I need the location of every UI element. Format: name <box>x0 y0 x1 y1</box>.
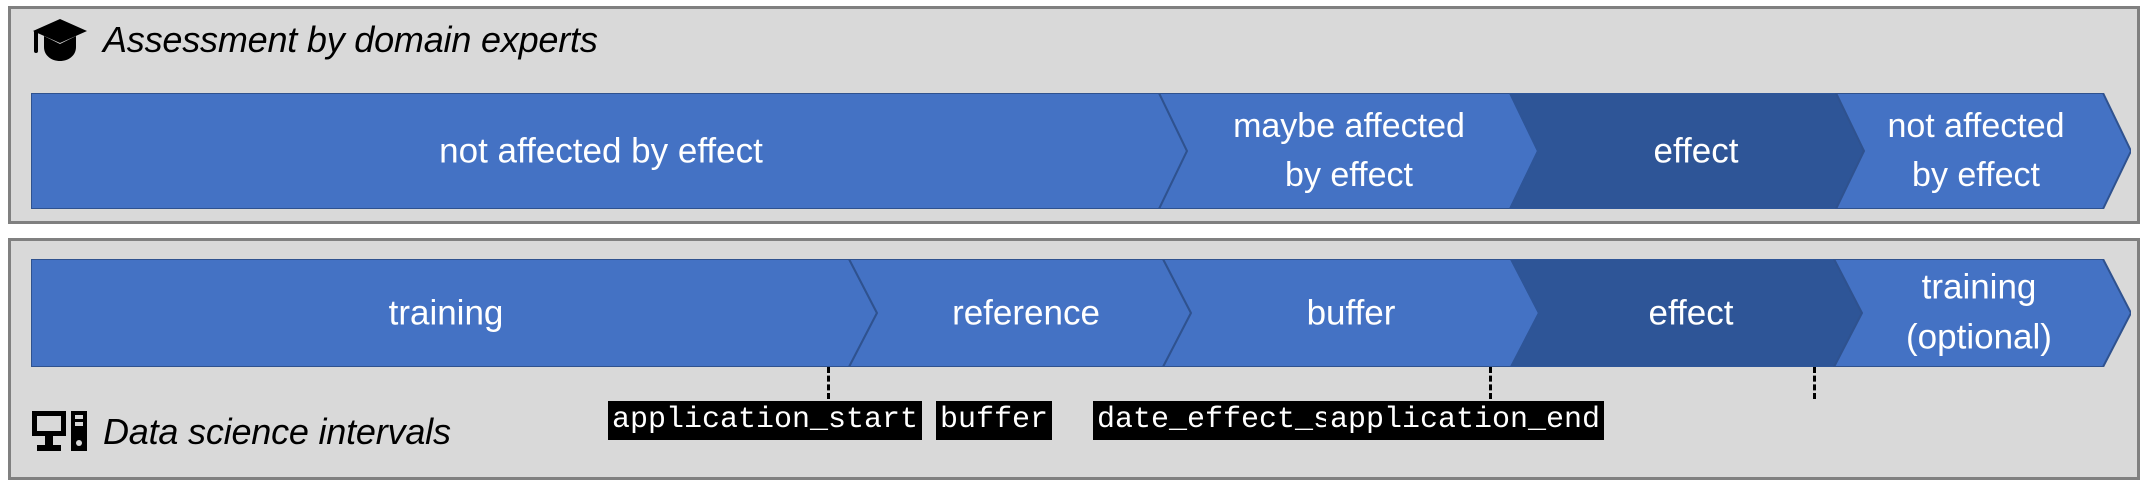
ds-segment-label: training <box>389 293 504 332</box>
expert-segment-label: not affected by effect <box>439 131 763 170</box>
expert-segment-not-affected-right[interactable]: not affected by effect <box>1834 93 2131 209</box>
ds-segment-training-optional[interactable]: training (optional) <box>1832 259 2131 367</box>
data-science-intervals-panel: training reference buffer effect <box>8 238 2140 480</box>
expert-segment-label: maybe affected <box>1233 107 1465 145</box>
ds-segment-training[interactable]: training <box>31 259 879 367</box>
graduation-cap-icon <box>31 17 89 63</box>
expert-segment-maybe-affected[interactable]: maybe affected by effect <box>1157 93 1540 209</box>
ds-segment-label: buffer <box>1307 293 1396 332</box>
desktop-computer-icon <box>31 409 89 455</box>
expert-segment-not-affected-left[interactable]: not affected by effect <box>31 93 1189 209</box>
expert-assessment-panel: Assessment by domain experts not affecte… <box>8 6 2140 224</box>
marker-chip-application-end[interactable]: application_end <box>1326 401 1605 441</box>
ds-segment-effect[interactable]: effect <box>1509 259 1864 367</box>
marker-chip-application-start[interactable]: application_start <box>608 401 923 441</box>
expert-segment-label: by effect <box>1912 156 2040 194</box>
tick-date-effect-start <box>1489 367 1492 399</box>
ds-segment-label: (optional) <box>1906 317 2052 356</box>
ds-timeline-flow: training reference buffer effect <box>31 259 2131 367</box>
ds-segment-label: reference <box>952 293 1100 332</box>
expert-segment-label: by effect <box>1285 156 1413 194</box>
tick-application-start <box>827 367 830 399</box>
ds-segment-label: training <box>1922 267 2037 306</box>
tick-application-end <box>1813 367 1816 399</box>
expert-panel-title: Assessment by domain experts <box>103 19 598 60</box>
ds-segment-buffer[interactable]: buffer <box>1161 259 1541 367</box>
ds-segment-label: effect <box>1649 293 1734 332</box>
expert-segment-label: not affected <box>1887 107 2064 145</box>
expert-timeline-flow: not affected by effect maybe affected by… <box>31 93 2131 209</box>
expert-panel-header: Assessment by domain experts <box>31 17 598 63</box>
expert-segment-effect[interactable]: effect <box>1508 93 1866 209</box>
ds-segment-reference[interactable]: reference <box>847 259 1193 367</box>
expert-segment-label: effect <box>1654 131 1739 170</box>
ds-panel-header: Data science intervals <box>31 409 451 455</box>
marker-chip-buffer[interactable]: buffer <box>936 401 1053 441</box>
ds-panel-title: Data science intervals <box>103 411 451 452</box>
